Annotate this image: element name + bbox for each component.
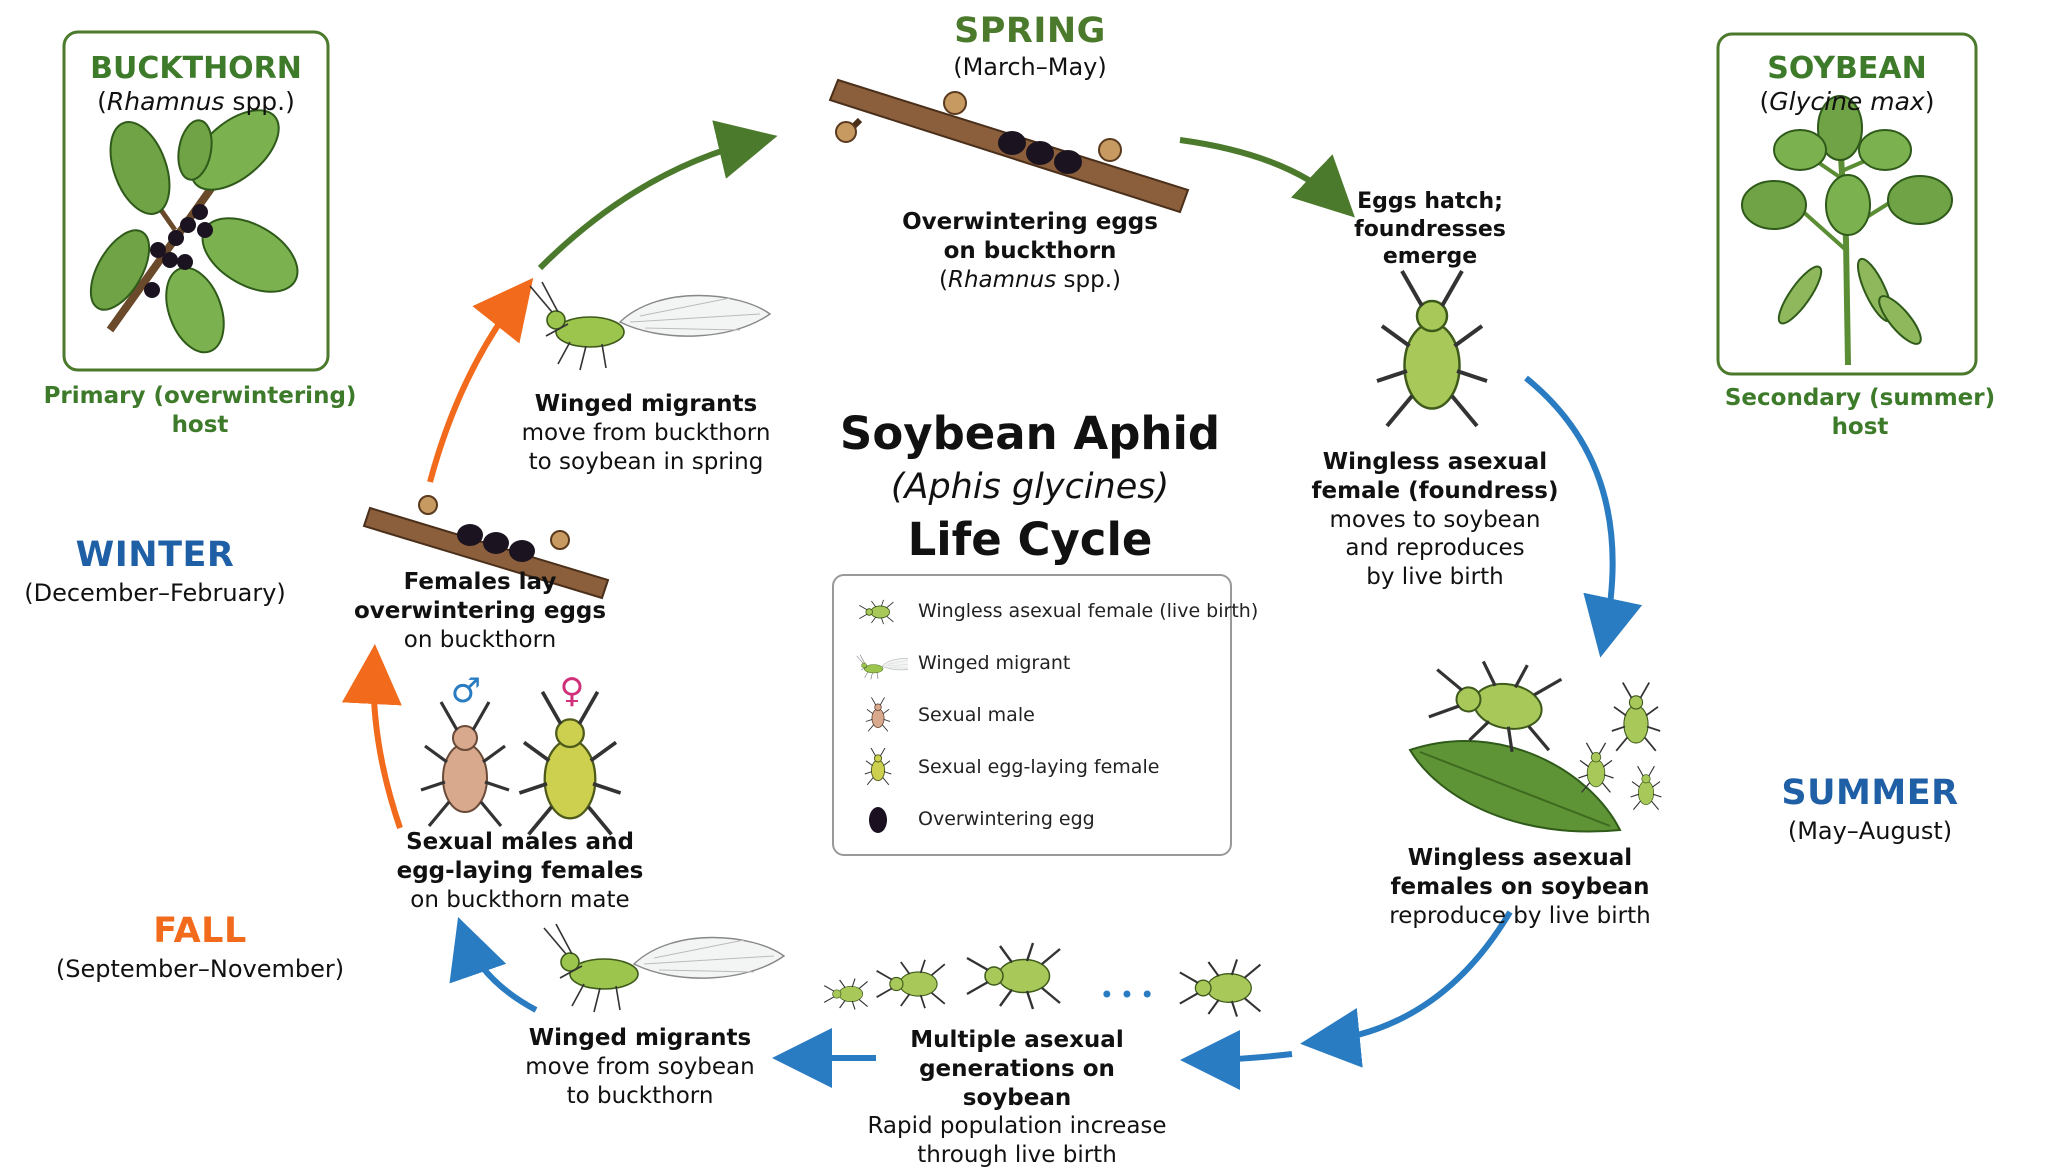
arrow-foundress-to-summer — [1524, 375, 1643, 658]
host-soybean-sci: (Glycine max) — [1759, 87, 1935, 116]
winged-aphid-icon — [856, 654, 908, 680]
arrow-summer-to-generations — [1300, 910, 1513, 1068]
sexual-female-aphid-icon — [517, 689, 623, 837]
male-aphid-icon — [865, 696, 891, 732]
sexual-male-aphid-icon — [419, 700, 511, 828]
stage-sexual-label: Sexual males and egg-laying females on b… — [396, 829, 644, 913]
arrow-spring-to-eggs — [537, 120, 778, 271]
female-symbol-icon: ♀ — [559, 671, 585, 711]
season-fall: FALL — [153, 911, 247, 951]
arrow-generations-mid — [1180, 1029, 1293, 1090]
male-symbol-icon: ♂ — [450, 671, 482, 711]
egg-icon — [869, 807, 887, 833]
twig-eggs-spring-icon — [828, 78, 1190, 214]
stage-foundress-label: Wingless asexual female (foundress) move… — [1311, 449, 1559, 590]
arrow-eggs-to-hatch — [1179, 137, 1355, 218]
season-winter-range: (December–February) — [24, 579, 286, 607]
soybean-plant-icon — [1741, 95, 1953, 366]
stage-migrants-spring-label: Winged migrants move from buckthorn to s… — [521, 391, 771, 475]
stage-migrants-fall-label: Winged migrants move from soybean to buc… — [525, 1025, 755, 1109]
season-spring-range: (March–May) — [953, 53, 1107, 81]
arrow-sexual-to-lay — [341, 644, 403, 829]
legend-label: Sexual egg-laying female — [918, 756, 1160, 778]
stage-lay-eggs-label: Females lay overwintering eggs on buckth… — [353, 569, 607, 653]
season-spring: SPRING — [954, 11, 1106, 51]
legend-label: Overwintering egg — [918, 808, 1095, 830]
legend-item-female: Sexual egg-laying female — [834, 748, 1230, 788]
host-primary-label: Primary (overwintering)host — [43, 383, 357, 438]
season-fall-range: (September–November) — [55, 955, 345, 983]
legend-label: Winged migrant — [918, 652, 1071, 674]
legend-label: Wingless asexual female (live birth) — [918, 600, 1259, 622]
stage-summer-females-label: Wingless asexual females on soybean repr… — [1389, 845, 1651, 929]
stage-eggs-label: Overwintering eggs on buckthorn (Rhamnus… — [902, 209, 1158, 293]
host-secondary-label: Secondary (summer)host — [1724, 385, 1996, 440]
legend-item-wingless: Wingless asexual female (live birth) — [834, 592, 1258, 632]
host-soybean-name: SOYBEAN — [1767, 51, 1927, 86]
foundress-aphid-icon — [1375, 269, 1489, 428]
buckthorn-plant-icon — [89, 109, 299, 354]
generations-ellipsis: ••• — [1099, 981, 1161, 1009]
winged-migrant-spring-icon — [529, 281, 771, 371]
legend-box: Wingless asexual female (live birth) Win… — [832, 574, 1258, 856]
host-buckthorn-name: BUCKTHORN — [90, 51, 302, 86]
wingless-aphid-icon — [858, 599, 894, 625]
season-winter: WINTER — [75, 535, 235, 575]
legend-item-male: Sexual male — [834, 696, 1230, 736]
arrow-migrants-to-sexual — [449, 917, 538, 1013]
winged-migrant-fall-icon — [543, 923, 785, 1013]
host-buckthorn-sci: (Rhamnus spp.) — [97, 87, 295, 116]
summer-leaf-aphids-icon — [1408, 648, 1662, 833]
legend-item-egg: Overwintering egg — [834, 800, 1230, 840]
arrow-lay-to-spring — [427, 277, 534, 483]
season-summer-range: (May–August) — [1787, 817, 1953, 845]
generations-aphids-icon — [823, 941, 1262, 1018]
diagram-title: Soybean Aphid (Aphis glycines) Life Cycl… — [839, 407, 1221, 566]
legend-item-winged: Winged migrant — [834, 644, 1230, 684]
egg-laying-female-icon — [864, 748, 892, 786]
stage-generations-label: Multiple asexual generations on soybean … — [867, 1027, 1167, 1168]
legend-label: Sexual male — [918, 704, 1035, 726]
season-summer: SUMMER — [1781, 773, 1959, 813]
twig-eggs-winter-icon — [362, 495, 610, 600]
